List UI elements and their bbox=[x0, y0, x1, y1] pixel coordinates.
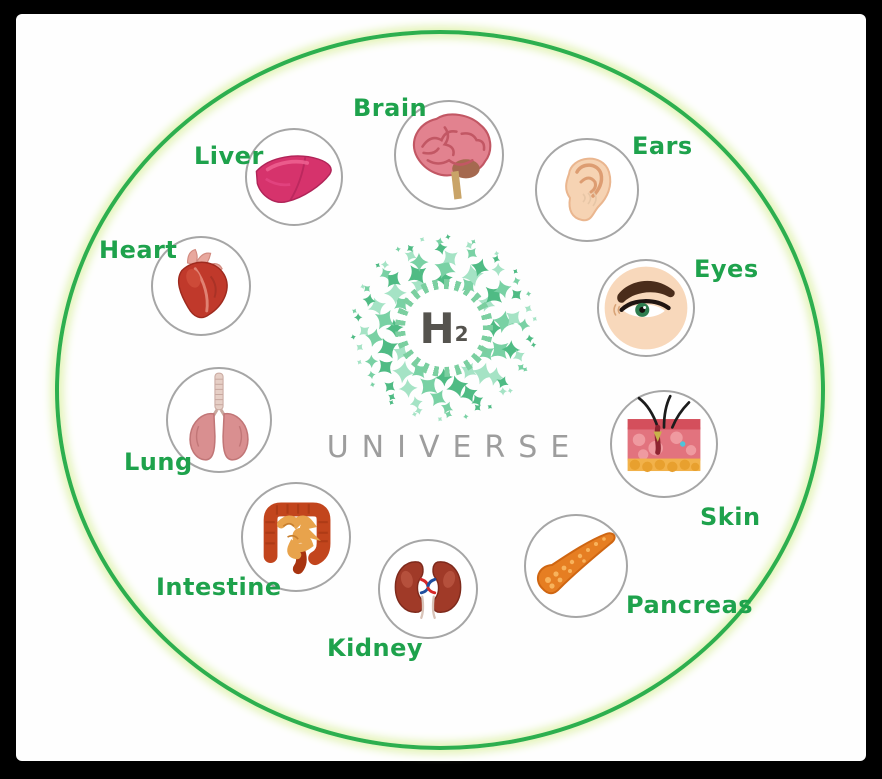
organ-bubble-skin bbox=[610, 390, 718, 498]
outer-green-ellipse bbox=[55, 30, 825, 750]
organ-bubble-intestine bbox=[241, 482, 351, 592]
brain-icon bbox=[412, 113, 492, 200]
intestine-icon bbox=[263, 502, 331, 575]
organ-bubble-brain bbox=[394, 100, 504, 210]
organ-bubble-ears bbox=[535, 138, 639, 242]
organ-bubble-liver bbox=[245, 128, 343, 226]
h2-letter: H bbox=[419, 303, 455, 353]
organ-bubble-lung bbox=[166, 367, 272, 473]
heart-icon bbox=[177, 248, 228, 319]
organ-bubble-pancreas bbox=[524, 514, 628, 618]
organ-bubble-eyes bbox=[597, 259, 695, 357]
organ-label-skin: Skin bbox=[700, 503, 761, 531]
organ-label-pancreas: Pancreas bbox=[626, 591, 754, 619]
lung-icon bbox=[189, 372, 249, 461]
organ-label-intestine: Intestine bbox=[156, 573, 282, 601]
organ-label-eyes: Eyes bbox=[694, 255, 759, 283]
organ-label-ears: Ears bbox=[632, 132, 693, 160]
skin-icon bbox=[627, 394, 701, 473]
eye-icon bbox=[604, 266, 688, 350]
organ-label-kidney: Kidney bbox=[327, 634, 424, 662]
organ-bubble-heart bbox=[151, 236, 251, 336]
organ-label-brain: Brain bbox=[353, 94, 428, 122]
pancreas-icon bbox=[536, 532, 616, 595]
organ-label-lung: Lung bbox=[124, 448, 193, 476]
organ-label-heart: Heart bbox=[99, 236, 178, 264]
liver-icon bbox=[255, 155, 332, 203]
h2-subscript: 2 bbox=[454, 322, 469, 346]
universe-wordmark: UNIVERSE bbox=[326, 430, 583, 465]
organ-bubble-kidney bbox=[378, 539, 478, 639]
organ-label-liver: Liver bbox=[194, 142, 264, 170]
kidney-icon bbox=[394, 561, 462, 619]
ear-icon bbox=[565, 157, 612, 222]
